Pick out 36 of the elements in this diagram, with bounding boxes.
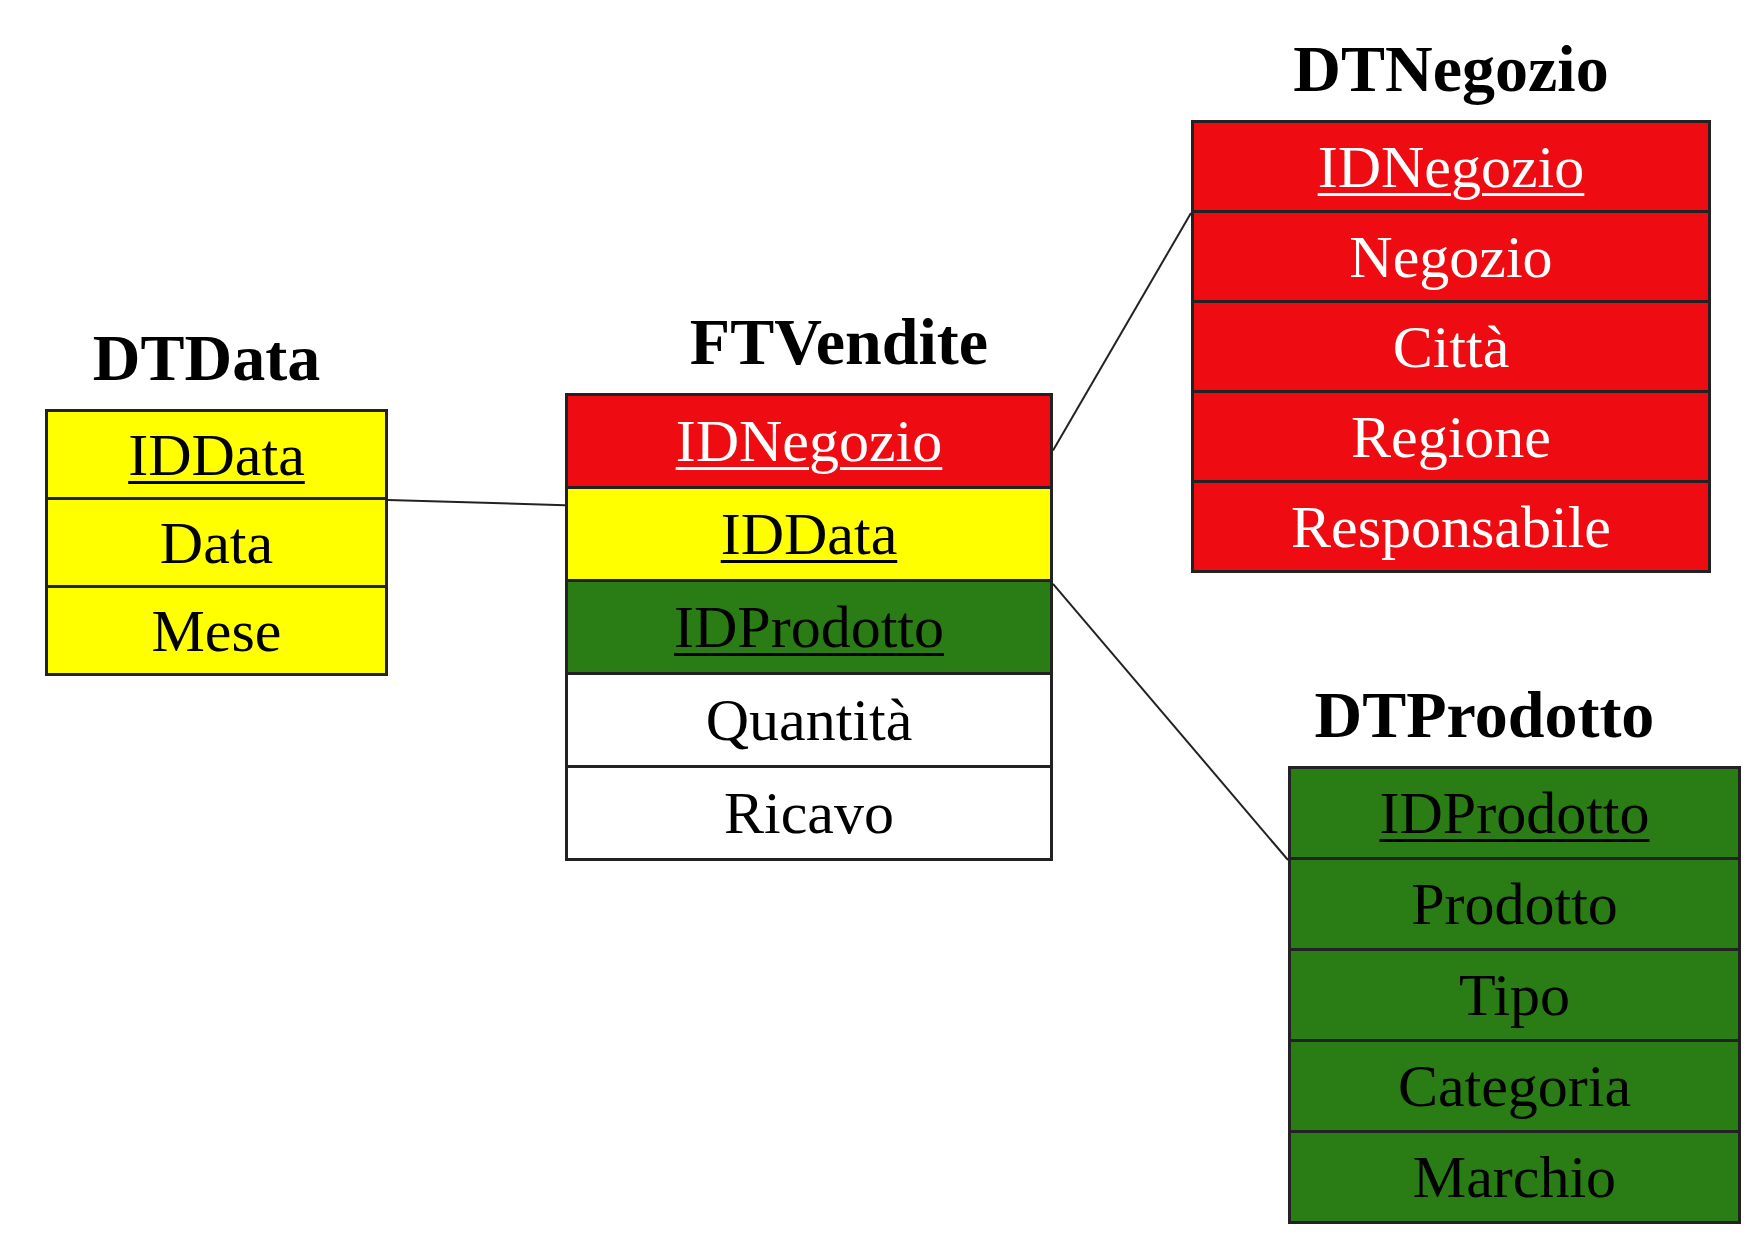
table-title: DTNegozio [1293,31,1609,107]
field-name: Città [1392,316,1510,377]
table-row [1288,857,1741,951]
table-row [1288,1039,1741,1133]
table-row [565,765,1053,861]
table-row [565,672,1053,768]
table-row [565,486,1053,582]
table-row [1191,300,1711,393]
field-name: Ricavo [724,783,894,843]
key-field-name: IDProdotto [1379,783,1650,843]
table-row [1191,480,1711,573]
table-row [565,393,1053,489]
field-name: Mese [151,600,282,661]
field-name: Data [159,512,274,573]
table-title: FTVendite [689,304,989,380]
table-row [45,585,388,676]
table-row [1191,390,1711,483]
table-row [45,409,388,500]
relationship-line [387,499,566,507]
table-row [565,579,1053,675]
table-row [45,497,388,588]
field-name: Marchio [1412,1147,1617,1207]
table-row [1191,120,1711,213]
table-row [1288,1130,1741,1224]
field-name: Prodotto [1411,874,1618,934]
key-field-name: IDData [720,504,898,564]
field-name: Quantità [705,690,913,750]
table-row [1288,766,1741,860]
table-title: DTData [92,320,321,396]
table-row [1288,948,1741,1042]
key-field-name: IDData [128,424,305,485]
table-row [1191,210,1711,303]
key-field-name: IDProdotto [674,597,944,657]
relationship-line [1052,212,1192,452]
table-title: DTProdotto [1314,677,1655,753]
relationship-line [1052,582,1289,861]
